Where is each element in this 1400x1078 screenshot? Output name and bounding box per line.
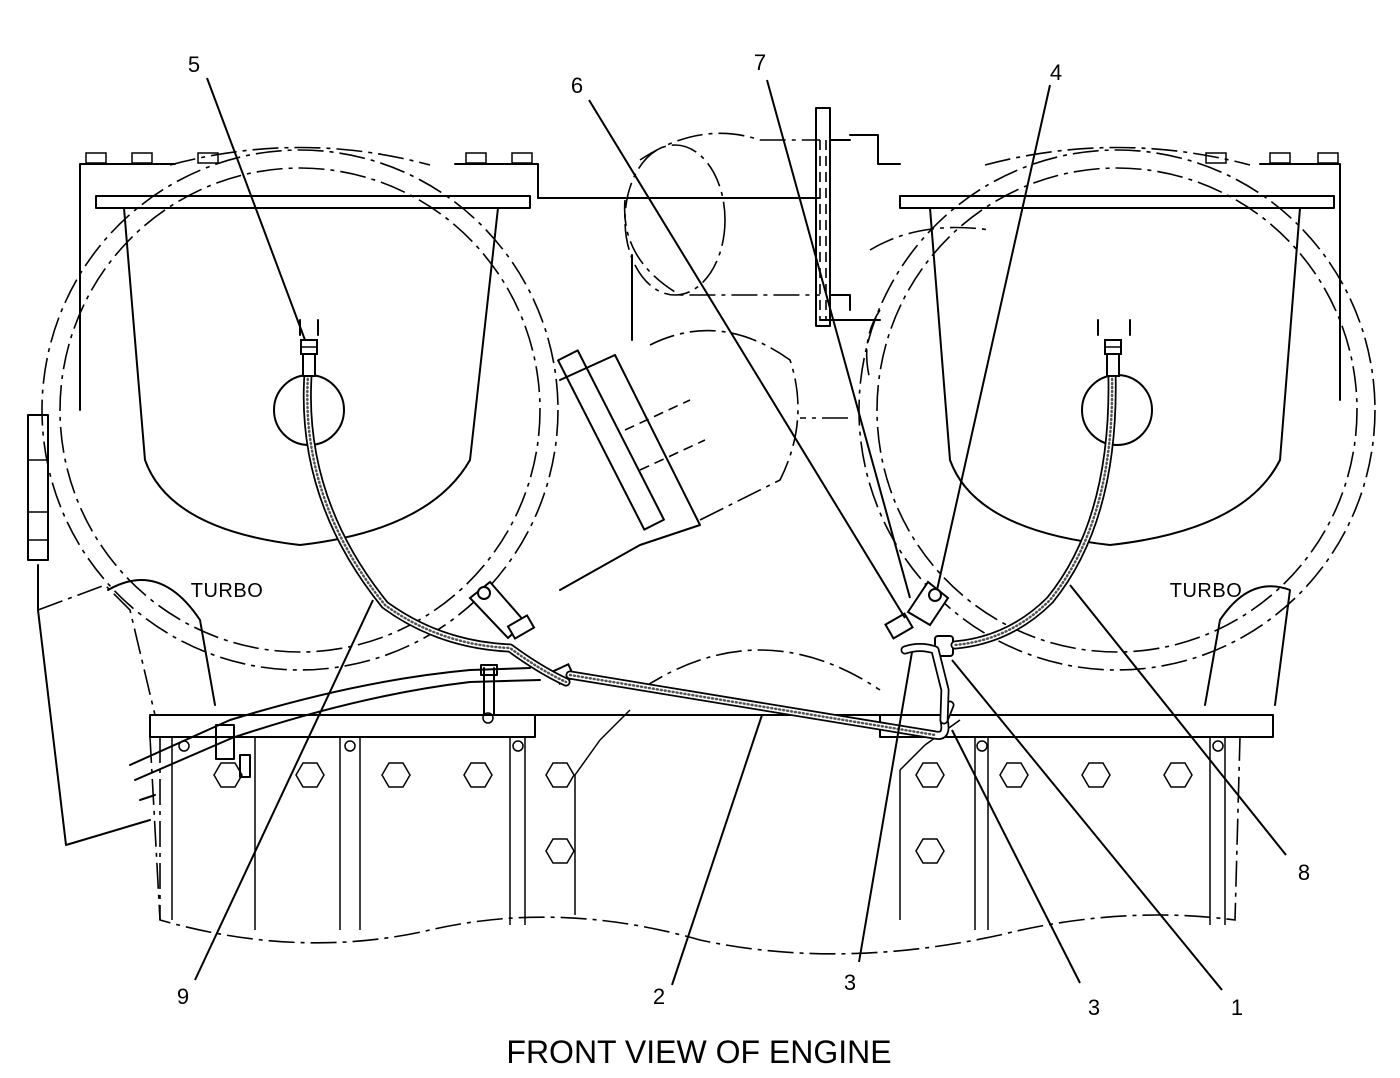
- left-turbocharger: [27, 146, 821, 846]
- block-hex-bolts: [213, 762, 1193, 864]
- callout-3-left: 3: [844, 970, 856, 995]
- callout-8: 8: [1298, 860, 1310, 885]
- callout-3-right: 3: [1088, 995, 1100, 1020]
- turbo-label-left: TURBO: [191, 580, 264, 602]
- center-ducting: [557, 107, 991, 591]
- top-bolts: [85, 152, 1339, 164]
- callout-1: 1: [1231, 995, 1243, 1020]
- callout-5: 5: [188, 52, 200, 77]
- leader-lines: [194, 77, 1287, 991]
- hose-fittings: [300, 339, 1122, 377]
- callout-2: 2: [653, 984, 665, 1009]
- callout-4: 4: [1050, 60, 1062, 85]
- callout-7: 7: [754, 50, 766, 75]
- figure-caption: FRONT VIEW OF ENGINE: [506, 1034, 891, 1070]
- turbo-label-right: TURBO: [1170, 580, 1243, 602]
- callout-9: 9: [177, 984, 189, 1009]
- auxiliary-lines-left: [129, 664, 541, 801]
- callout-6: 6: [571, 73, 583, 98]
- oil-lines: [302, 370, 1117, 740]
